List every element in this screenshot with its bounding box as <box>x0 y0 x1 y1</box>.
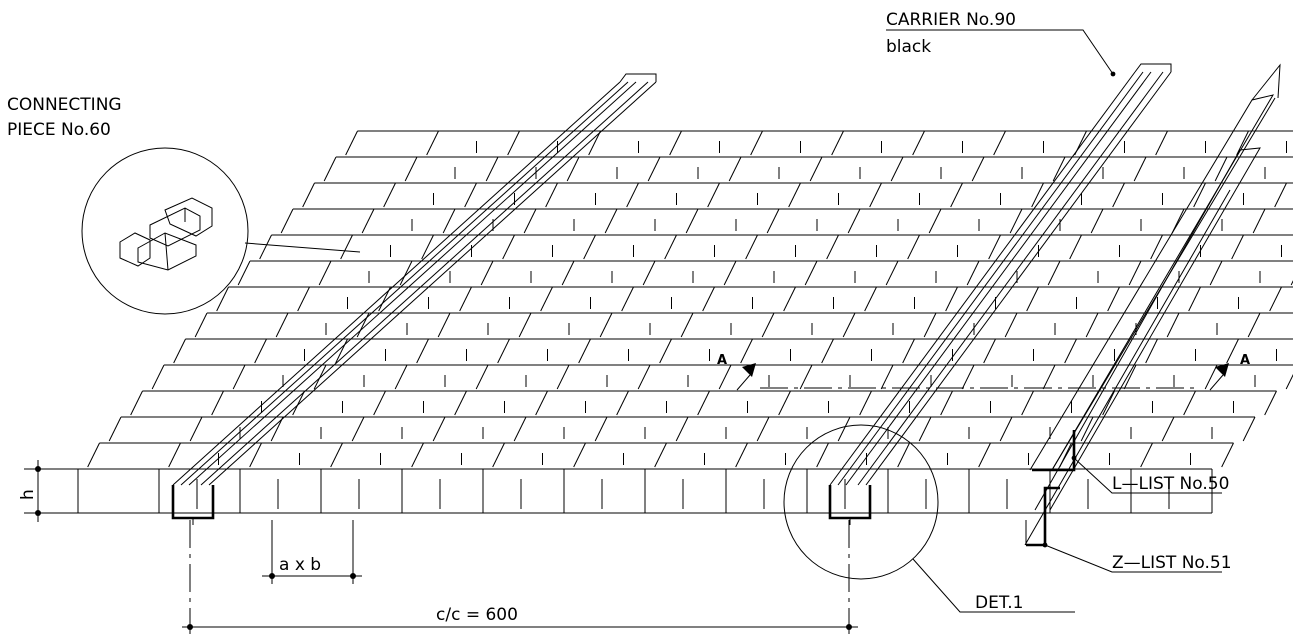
dimension-axb <box>262 520 362 584</box>
dim-axb-label: a x b <box>279 555 321 575</box>
grid-row <box>108 416 1256 442</box>
connecting-piece-leader <box>244 242 361 253</box>
dim-cc-label: c/c = 600 <box>436 605 518 625</box>
det1-circle <box>783 424 939 580</box>
section-mark-right: A <box>1240 353 1250 368</box>
grid-row <box>280 208 1293 234</box>
l-list-leader <box>1073 457 1222 494</box>
connecting-piece-detail-circle <box>81 147 249 315</box>
carrier-leader <box>886 29 1114 75</box>
dimension-h <box>24 460 105 522</box>
grid-row <box>323 156 1293 182</box>
grid-row <box>130 390 1277 416</box>
grid-row <box>87 442 1234 468</box>
carrier-color-label: black <box>886 37 931 57</box>
grid-row <box>237 260 1293 286</box>
edge-profile <box>1024 63 1281 547</box>
det1-leader <box>912 558 1075 613</box>
carrier-rail <box>828 63 1172 525</box>
grid-row <box>302 182 1293 208</box>
carrier-rails <box>171 63 1172 525</box>
carrier-rail <box>171 73 657 525</box>
connecting-piece-label-line2: PIECE No.60 <box>7 120 111 140</box>
grid-row <box>77 468 1213 514</box>
section-mark-left: A <box>717 353 727 368</box>
det1-label: DET.1 <box>975 593 1023 613</box>
z-list-profile <box>1026 486 1060 547</box>
l-list-profile <box>1032 430 1076 472</box>
grid-row <box>259 234 1293 260</box>
l-list-label: L—LIST No.50 <box>1112 474 1229 494</box>
z-list-leader <box>1044 544 1222 573</box>
grid-row <box>194 312 1293 338</box>
carrier-label: CARRIER No.90 <box>886 10 1016 30</box>
dim-h-label: h <box>18 489 38 500</box>
connecting-piece-label-line1: CONNECTING <box>7 95 122 115</box>
louver-grid <box>77 130 1293 514</box>
grid-row <box>151 364 1293 390</box>
grid-row <box>345 130 1293 156</box>
z-list-label: Z—LIST No.51 <box>1112 553 1232 573</box>
connecting-piece-icon <box>119 197 213 271</box>
dimension-cc <box>182 520 858 634</box>
